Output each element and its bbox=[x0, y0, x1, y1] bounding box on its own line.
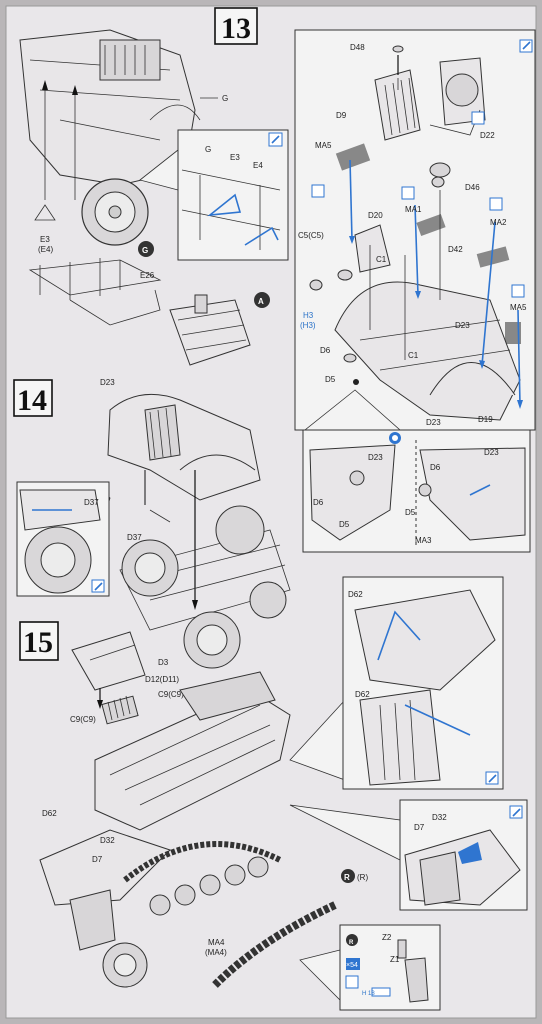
step-13-number: 13 bbox=[221, 12, 251, 45]
label-c5: C5(C5) bbox=[298, 231, 324, 240]
track-drawing bbox=[123, 841, 337, 988]
label-c9-right: C9(C9) bbox=[158, 690, 184, 699]
label-d5: D5 bbox=[325, 375, 336, 384]
step-14-number: 14 bbox=[17, 384, 47, 417]
label-ma3: MA3 bbox=[415, 536, 432, 545]
label-e3: E3 bbox=[230, 153, 240, 162]
label-e4: E4 bbox=[253, 161, 263, 170]
label-d7-detail: D7 bbox=[414, 823, 425, 832]
callout-r-paren: (R) bbox=[357, 873, 368, 882]
label-d19: D19 bbox=[478, 415, 493, 424]
engine-drawing bbox=[169, 294, 251, 366]
label-g-2: G bbox=[205, 145, 211, 154]
label-z1: Z1 bbox=[390, 955, 400, 964]
callout-r-letter: R bbox=[344, 873, 350, 882]
step-13: 13 G G E3 (E4) bbox=[19, 7, 536, 553]
label-count: ×54 bbox=[346, 962, 358, 969]
label-e26: E26 bbox=[140, 271, 155, 280]
label-d5-detail-right: D5 bbox=[405, 508, 416, 517]
headlight-detail-box bbox=[289, 799, 528, 911]
label-h3-paren: (H3) bbox=[300, 321, 316, 330]
label-d62-detail-top: D62 bbox=[348, 590, 363, 599]
label-c1-bottom: C1 bbox=[408, 351, 419, 360]
label-d6: D6 bbox=[320, 346, 331, 355]
label-d6-detail-left: D6 bbox=[313, 498, 324, 507]
label-c9-left: C9(C9) bbox=[70, 715, 96, 724]
step-14-number-box bbox=[13, 379, 53, 417]
label-d32-body: D32 bbox=[100, 836, 115, 845]
halftrack-body-drawing bbox=[39, 671, 291, 988]
label-ma2: MA2 bbox=[490, 218, 507, 227]
label-e4-left: (E4) bbox=[38, 245, 53, 254]
label-h3: H3 bbox=[303, 311, 314, 320]
label-d3: D3 bbox=[158, 658, 169, 667]
label-d6-detail-right: D6 bbox=[430, 463, 441, 472]
label-d42: D42 bbox=[448, 245, 463, 254]
label-d62-body: D62 bbox=[42, 809, 57, 818]
label-ma5-top: MA5 bbox=[315, 141, 332, 150]
label-d37-main: D37 bbox=[127, 533, 142, 542]
callout-a-letter: A bbox=[258, 297, 264, 306]
label-d7-body: D7 bbox=[92, 855, 103, 864]
label-d23-step14: D23 bbox=[100, 378, 115, 387]
label-ma4: MA4 bbox=[208, 938, 225, 947]
callout-g-letter: G bbox=[142, 246, 148, 255]
label-d9: D9 bbox=[336, 111, 347, 120]
mounting-detail-box bbox=[302, 389, 531, 553]
label-g-1: G bbox=[222, 94, 228, 103]
windshield-drawing bbox=[71, 631, 146, 691]
label-ma1: MA1 bbox=[405, 205, 422, 214]
wheel-detail-box bbox=[16, 481, 111, 597]
cab-interior-detail-box bbox=[289, 576, 504, 790]
step-14: 14 D23 D37 bbox=[13, 378, 291, 669]
label-d32-detail: D32 bbox=[432, 813, 447, 822]
callout-r-small: R bbox=[349, 940, 354, 946]
label-d5-detail-left: D5 bbox=[339, 520, 350, 529]
label-ma4-paren: (MA4) bbox=[205, 948, 227, 957]
callout-g bbox=[138, 241, 154, 257]
label-z2: Z2 bbox=[382, 933, 392, 942]
step-13-number-box bbox=[214, 7, 258, 45]
spare-tire-drawing bbox=[81, 178, 149, 246]
label-d46: D46 bbox=[465, 183, 480, 192]
label-d37-detail: D37 bbox=[84, 498, 99, 507]
label-d12: D12(D11) bbox=[145, 675, 179, 684]
detail-e3-e4-box bbox=[139, 129, 289, 261]
label-ma5-right: MA5 bbox=[510, 303, 527, 312]
tire-rack-drawing bbox=[28, 258, 162, 326]
track-link-detail bbox=[299, 924, 441, 1011]
label-d22: D22 bbox=[480, 131, 495, 140]
label-d23-detail-2: D23 bbox=[484, 448, 499, 457]
step-15-number-box bbox=[19, 621, 59, 661]
label-d48: D48 bbox=[350, 43, 365, 52]
radiator-assembly-box bbox=[294, 29, 536, 431]
chassis-drawing bbox=[119, 505, 291, 669]
label-d23-detail-1: D23 bbox=[368, 453, 383, 462]
callout-a bbox=[254, 292, 270, 308]
label-c1-top: C1 bbox=[376, 255, 387, 264]
step-15: 15 D3 D12(D11) C9(C9) C9(C9) D62 D32 D7 bbox=[19, 576, 528, 1011]
label-d23-top: D23 bbox=[455, 321, 470, 330]
label-d62-detail-bottom: D62 bbox=[355, 690, 370, 699]
label-hint: H 18 bbox=[362, 991, 375, 997]
step-15-number: 15 bbox=[23, 626, 53, 659]
label-d20: D20 bbox=[368, 211, 383, 220]
label-e3-left: E3 bbox=[40, 235, 50, 244]
callout-r bbox=[341, 869, 355, 883]
label-d23-bottom: D23 bbox=[426, 418, 441, 427]
